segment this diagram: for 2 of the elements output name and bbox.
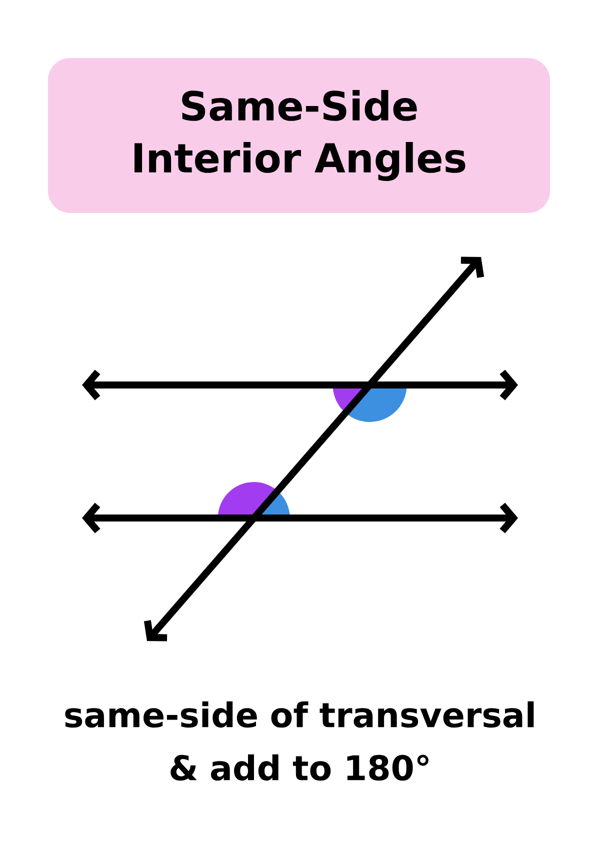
caption: same-side of transversal & add to 180°: [65, 701, 534, 781]
title-box: Same-Side Interior Angles: [48, 58, 550, 213]
